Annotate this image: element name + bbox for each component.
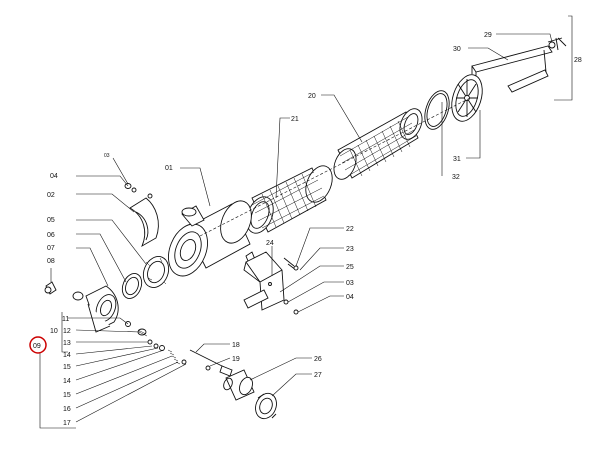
leader-lines: [39, 15, 573, 429]
label-15: 15: [63, 364, 71, 371]
label-02: 02: [47, 192, 55, 199]
label-31: 31: [453, 156, 461, 163]
part-mesh-screen: [246, 165, 333, 234]
part-gasket: [121, 273, 143, 299]
label-11: 11: [62, 316, 69, 323]
label-22: 22: [346, 226, 354, 233]
label-26: 26: [314, 356, 322, 363]
label-24: 24: [266, 240, 274, 247]
callout-labels: 03 04 02 05 06 07 08 01 21 20 29 30 28 3…: [33, 32, 582, 427]
label-03-upper: 03: [104, 153, 110, 159]
label-13: 13: [63, 340, 71, 347]
part-nozzle: [223, 369, 255, 401]
label-16: 16: [63, 406, 71, 413]
label-15-b: 15: [63, 392, 71, 399]
label-18: 18: [232, 342, 240, 349]
part-pin: [189, 349, 233, 377]
assembly-axis: [199, 97, 471, 237]
label-21: 21: [291, 116, 299, 123]
label-04-upper: 04: [50, 173, 58, 180]
label-14-b: 14: [63, 378, 71, 385]
label-09: 09: [33, 343, 41, 350]
part-end-nut: [255, 392, 277, 420]
label-06: 06: [47, 232, 55, 239]
highlight-ring: [29, 336, 47, 354]
label-04-lower: 04: [346, 294, 354, 301]
label-03-lower: 03: [346, 280, 354, 287]
label-19: 19: [232, 356, 240, 363]
part-clamp-bracket: [129, 193, 159, 248]
label-01: 01: [165, 165, 173, 172]
label-32: 32: [452, 174, 460, 181]
label-27: 27: [314, 372, 322, 379]
part-o-ring: [424, 90, 450, 130]
label-07: 07: [47, 245, 55, 252]
label-28: 28: [574, 57, 582, 64]
label-25: 25: [346, 264, 354, 271]
part-frame-bracket: [471, 37, 567, 93]
part-bolts: [283, 257, 299, 315]
label-23: 23: [346, 246, 354, 253]
label-29: 29: [484, 32, 492, 39]
part-plug: [44, 281, 57, 295]
part-filter-housing: [168, 200, 257, 277]
label-20: 20: [308, 93, 316, 100]
part-valve-chain: [125, 321, 187, 365]
label-12: 12: [63, 328, 71, 335]
label-30: 30: [453, 46, 461, 53]
part-support-bracket: [243, 251, 285, 311]
part-elbow-fitting: [72, 285, 119, 333]
label-17: 17: [63, 420, 71, 427]
label-05: 05: [47, 217, 55, 224]
part-filter-cartridge: [333, 108, 423, 180]
label-14: 14: [63, 352, 71, 359]
label-10: 10: [50, 328, 58, 335]
label-08: 08: [47, 258, 55, 265]
part-end-disc: [451, 74, 483, 122]
part-coupling-ring: [142, 256, 170, 288]
